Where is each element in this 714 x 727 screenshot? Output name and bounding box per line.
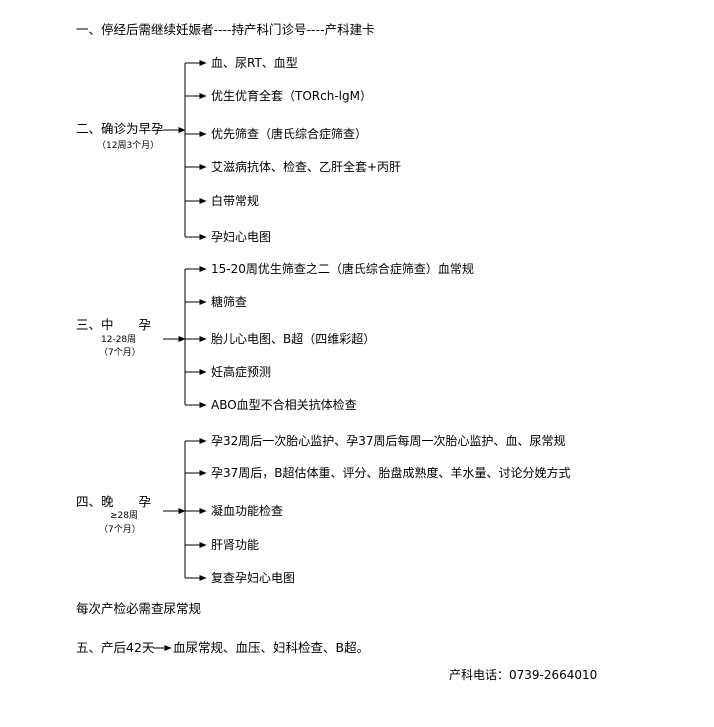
early-item: 艾滋病抗体、检查、乙肝全套+丙肝 <box>211 160 402 174</box>
early-subtitle: （12周3个月） <box>97 141 160 151</box>
late-bracket <box>163 438 207 581</box>
postpartum-text: 血尿常规、血压、妇科检查、B超。 <box>173 640 370 655</box>
early-item: 血、尿RT、血型 <box>211 56 298 70</box>
mid-item: 妊高症预测 <box>211 365 272 379</box>
mid-item: 糖筛查 <box>211 295 248 309</box>
early-title: 二、确诊为早孕 <box>76 121 164 136</box>
mid-item: 胎儿心电图、B超（四维彩超） <box>211 332 376 346</box>
mid-subtitle-weeks: 12-28周 <box>101 335 137 345</box>
mid-item: ABO血型不合相关抗体检查 <box>211 398 357 412</box>
late-item: 肝肾功能 <box>211 538 260 552</box>
early-bracket <box>163 60 207 240</box>
early-item: 优生优育全套（TORch-lgM） <box>211 89 372 103</box>
late-item: 孕32周后一次胎心监护、孕37周后每周一次胎心监护、血、尿常规 <box>211 434 566 448</box>
step1-text: 一、停经后需继续妊娠者----持产科门诊号----产科建卡 <box>76 22 375 37</box>
urine-note: 每次产检必需查尿常规 <box>76 601 202 616</box>
phone-number: 产科电话：0739-2664010 <box>449 668 598 682</box>
mid-bracket <box>163 266 207 408</box>
mid-subtitle-months: （7个月） <box>99 348 141 358</box>
late-subtitle-months: （7个月） <box>99 525 141 535</box>
late-item: 孕37周后，B超估体重、评分、胎盘成熟度、羊水量、讨论分娩方式 <box>211 466 571 480</box>
mid-item: 15-20周优生筛查之二（唐氏综合症筛查）血常规 <box>211 262 474 276</box>
late-item: 复查孕妇心电图 <box>211 571 296 585</box>
late-title: 四、晚 孕 <box>76 494 152 509</box>
mid-title: 三、中 孕 <box>76 317 152 332</box>
early-item: 优先筛查（唐氏综合症筛查） <box>211 127 368 141</box>
early-item: 孕妇心电图 <box>211 230 272 244</box>
late-subtitle-weeks: ≥28周 <box>110 511 138 521</box>
early-item: 白带常规 <box>211 194 260 208</box>
postpartum-label: 五、产后42天 <box>76 640 155 655</box>
late-item: 凝血功能检查 <box>211 504 284 518</box>
